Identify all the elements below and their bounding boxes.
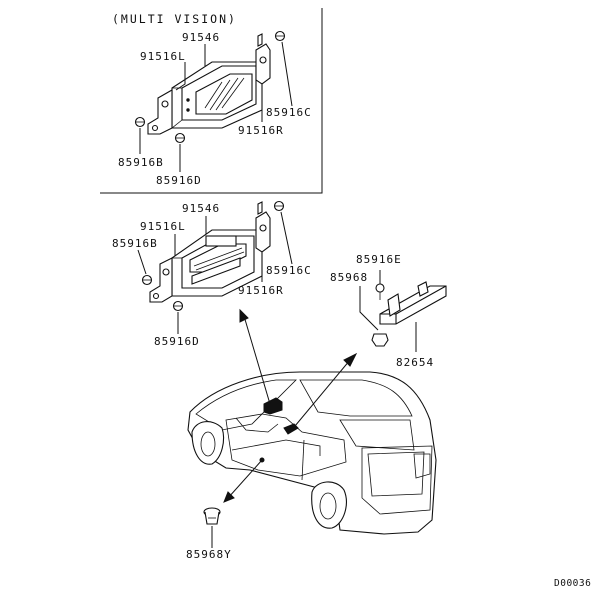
- main-bracket-right: [255, 201, 271, 253]
- floor-clip-section: 85968Y: [186, 507, 232, 561]
- arrow-head-floor: [223, 491, 235, 503]
- inset-label-screw-b: 85916B: [118, 156, 164, 169]
- main-label-bracket-left: 91516L: [140, 220, 186, 233]
- inset-screw-c: [274, 30, 286, 42]
- inset-bracket-left: [147, 89, 173, 135]
- arrow-head-antenna: [343, 352, 358, 367]
- main-label-screw-b: 85916B: [112, 237, 158, 250]
- arrow-to-audio-unit: [243, 315, 271, 405]
- main-bracket-left: [149, 257, 173, 303]
- arrow-to-floor-clip: [227, 459, 263, 499]
- main-label-display: 91546: [182, 202, 220, 215]
- car-body: [187, 371, 437, 535]
- antenna-screw-e: [375, 283, 385, 300]
- inset-label-bracket-right: 91516R: [238, 124, 284, 137]
- front-wheel: [191, 421, 225, 465]
- main-label-screw-d: 85916D: [154, 335, 200, 348]
- inset-header: (MULTI VISION): [112, 12, 237, 26]
- main-leader-screw-c: [280, 211, 293, 265]
- main-screw-b: [141, 274, 153, 286]
- main-label-screw-c: 85916C: [266, 264, 312, 277]
- main-leader-screw-b: [137, 249, 147, 275]
- inset-frame: [100, 8, 323, 194]
- inset-leader-bracket-left: [175, 62, 186, 91]
- rear-wheel: [311, 481, 347, 529]
- main-section: 91546 91516L 85916B 85916C 91516R 85916D: [112, 200, 312, 348]
- main-screw-d: [172, 300, 184, 312]
- antenna-label-screw-e: 85916E: [356, 253, 402, 266]
- arrow-to-antenna: [289, 359, 351, 433]
- antenna-leader-clip: [359, 286, 379, 331]
- inset-screw-d: [174, 132, 186, 144]
- inset-screw-b: [134, 116, 146, 128]
- inset-label-display: 91546: [182, 31, 220, 44]
- floor-label-clip: 85968Y: [186, 548, 232, 561]
- diagram-code: D00036: [554, 578, 591, 589]
- antenna-unit: [379, 281, 447, 325]
- antenna-section: 85916E 85968 82654: [330, 253, 447, 369]
- inset-label-bracket-left: 91516L: [140, 50, 186, 63]
- floor-clip: [203, 507, 221, 525]
- antenna-label-unit: 82654: [396, 356, 434, 369]
- inset-section: (MULTI VISION): [100, 8, 323, 194]
- pointer-arrows: [223, 308, 358, 503]
- inset-leader-screw-c: [281, 41, 293, 107]
- main-display-unit: [171, 229, 263, 297]
- inset-label-screw-c: 85916C: [266, 106, 312, 119]
- inset-bracket-right: [255, 33, 271, 85]
- arrow-head-audio: [239, 308, 249, 323]
- main-screw-c: [273, 200, 285, 212]
- antenna-clip: [371, 333, 389, 347]
- antenna-label-clip: 85968: [330, 271, 368, 284]
- inset-label-screw-d: 85916D: [156, 174, 202, 187]
- inset-display-unit: [171, 61, 263, 129]
- main-label-bracket-right: 91516R: [238, 284, 284, 297]
